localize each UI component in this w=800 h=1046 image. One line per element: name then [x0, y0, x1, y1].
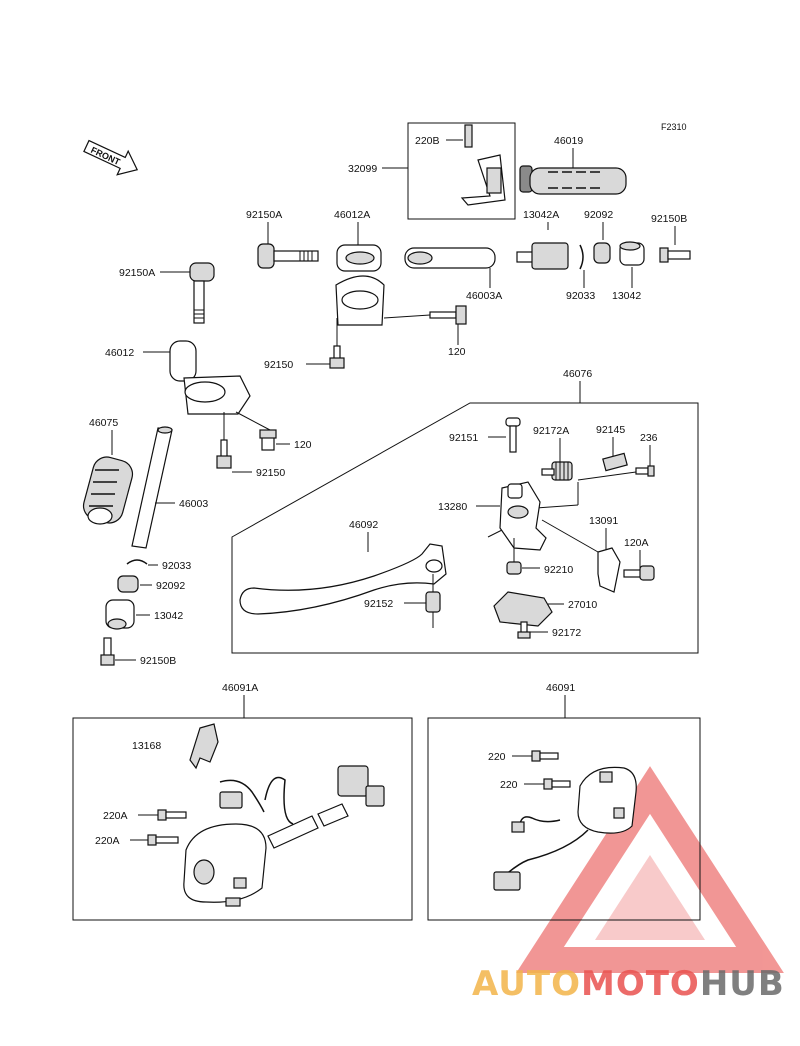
callout-13042-top: 13042	[612, 290, 641, 302]
watermark-text: AUTOMOTOHUB	[472, 964, 785, 1004]
svg-text:AUTOMOTOHUB: AUTOMOTOHUB	[472, 964, 785, 1004]
grip-46019-part	[519, 165, 627, 195]
callout-220-1: 220	[488, 751, 506, 763]
callout-46003A: 46003A	[466, 290, 502, 302]
callout-32099: 32099	[348, 163, 377, 175]
kit-box-46091	[427, 717, 701, 921]
bolt-92150B-left-part	[100, 637, 115, 666]
callout-220A-2: 220A	[95, 835, 120, 847]
callout-46091: 46091	[546, 682, 575, 694]
screw-92150-mid-part	[216, 439, 232, 469]
callout-92150B-top: 92150B	[651, 213, 687, 225]
callout-220B: 220B	[415, 135, 440, 147]
clamp-46012-part	[169, 340, 251, 415]
throttle-pulley-part	[460, 124, 506, 206]
damper-92092-left-part	[117, 575, 139, 593]
callout-220-2: 220	[500, 779, 518, 791]
callout-92033-top: 92033	[566, 290, 595, 302]
screw-120-top-part	[429, 305, 467, 325]
callout-46076: 46076	[563, 368, 592, 380]
clamp-46012A-part	[335, 244, 385, 326]
clutch-lever-46092-part	[239, 543, 447, 615]
screw-120-mid-part	[259, 429, 277, 451]
collar-92152-part	[425, 591, 441, 613]
callout-92150A-left: 92150A	[119, 267, 155, 279]
bolt-120A-part	[623, 565, 655, 581]
screw-220A-1-part	[157, 809, 187, 821]
kit-box-46091A	[72, 717, 413, 921]
callout-92092-left: 92092	[156, 580, 185, 592]
circlip-92033-top-part	[579, 244, 584, 270]
adjuster-92172A-part	[541, 461, 573, 481]
screw-220-2-part	[543, 778, 571, 790]
cover-13168-part	[189, 723, 219, 770]
nut-92210-part	[506, 561, 522, 575]
callout-92150A-top: 92150A	[246, 209, 282, 221]
callout-92152: 92152	[364, 598, 393, 610]
callout-92145: 92145	[596, 424, 625, 436]
clamp-13091-part	[597, 547, 621, 593]
watermark-logo	[516, 766, 784, 973]
weight-13042-left-part	[105, 599, 135, 630]
callout-46091A: 46091A	[222, 682, 258, 694]
callout-92172: 92172	[552, 627, 581, 639]
callout-120-mid: 120	[294, 439, 312, 451]
callout-92092-top: 92092	[584, 209, 613, 221]
screw-92150-top-part	[329, 345, 345, 369]
kit-box-46076	[231, 402, 699, 654]
callout-46012: 46012	[105, 347, 134, 359]
pivot-bolt-92151-part	[505, 417, 521, 453]
callout-120A: 120A	[624, 537, 649, 549]
callout-92210: 92210	[544, 564, 573, 576]
screw-220-1-part	[531, 750, 559, 762]
circlip-92033-left-part	[126, 559, 148, 565]
screw-92172-part	[517, 621, 531, 639]
front-arrow-icon: FRONT	[83, 139, 139, 176]
callout-13042A: 13042A	[523, 209, 559, 221]
switch-27010-part	[493, 591, 553, 627]
callout-220A-1: 220A	[103, 810, 128, 822]
callout-92151: 92151	[449, 432, 478, 444]
callout-92172A: 92172A	[533, 425, 569, 437]
callout-46003: 46003	[179, 498, 208, 510]
callout-46019: 46019	[554, 135, 583, 147]
right-switch-housing-part	[577, 766, 637, 834]
bolt-92150B-top-part	[659, 247, 691, 263]
grip-46075-part	[82, 456, 134, 525]
callout-46075: 46075	[89, 417, 118, 429]
callout-13168: 13168	[132, 740, 161, 752]
callout-236: 236	[640, 432, 658, 444]
weight-13042A-part	[516, 242, 569, 270]
callout-46012A: 46012A	[334, 209, 370, 221]
bolt-92150A-top-part	[257, 243, 319, 269]
callout-46092: 46092	[349, 519, 378, 531]
callout-92150B-left: 92150B	[140, 655, 176, 667]
callout-13280: 13280	[438, 501, 467, 513]
screw-236-part	[635, 465, 655, 477]
left-switch-harness-part	[219, 765, 385, 849]
callout-92150-top: 92150	[264, 359, 293, 371]
handlebar-46003-part	[131, 426, 173, 549]
callout-13042-left: 13042	[154, 610, 183, 622]
left-switch-housing-part	[183, 823, 267, 907]
callout-92150-mid: 92150	[256, 467, 285, 479]
spring-92145-part	[602, 452, 628, 472]
callout-120-top: 120	[448, 346, 466, 358]
right-switch-harness-part	[493, 816, 589, 891]
lever-holder-13280-part	[499, 481, 547, 551]
bolt-92150A-left-part	[189, 262, 215, 324]
callout-27010: 27010	[568, 599, 597, 611]
handlebar-46003A-part	[404, 247, 496, 269]
screw-220A-2-part	[147, 834, 179, 846]
callout-13091: 13091	[589, 515, 618, 527]
damper-92092-top-part	[593, 242, 611, 264]
weight-13042-top-part	[619, 241, 645, 266]
kit-box-32099	[407, 122, 516, 220]
figure-code: F2310	[661, 122, 687, 132]
callout-92033-left: 92033	[162, 560, 191, 572]
